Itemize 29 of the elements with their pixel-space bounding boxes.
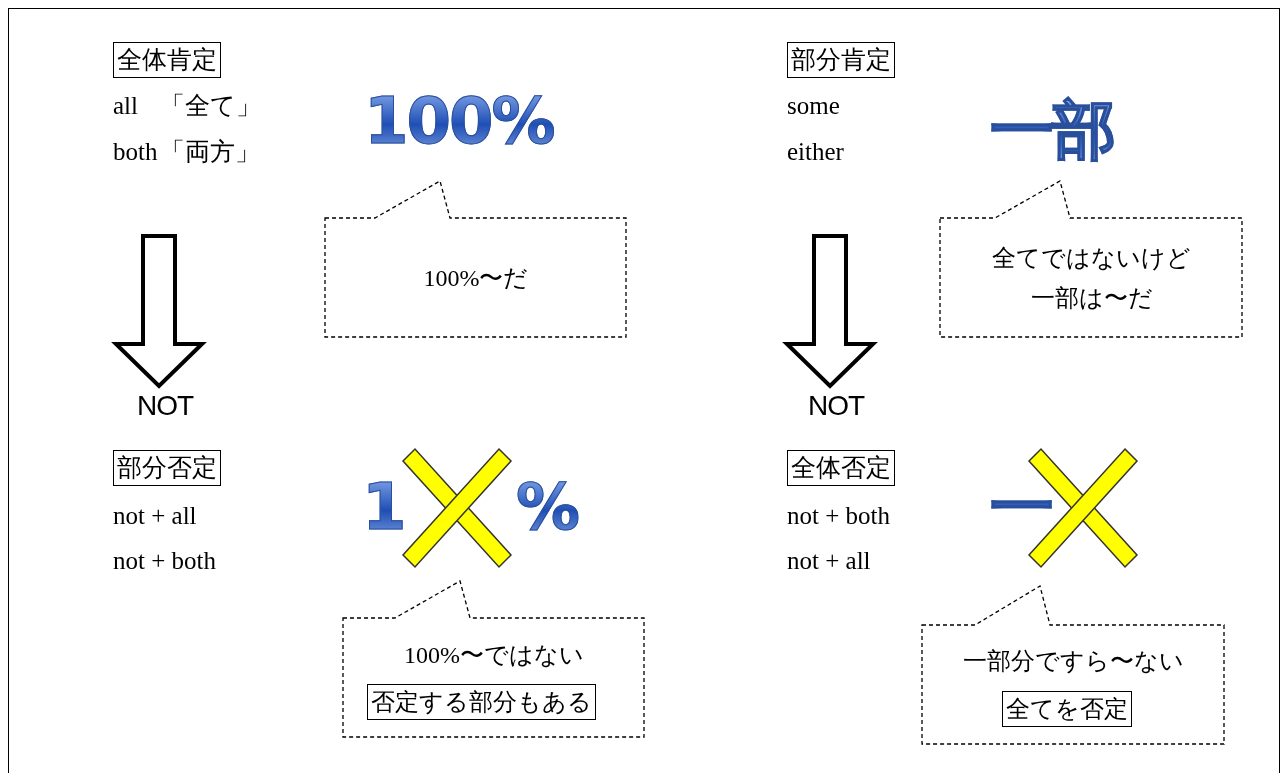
- boxed-note: 全てを否定: [1002, 691, 1132, 727]
- bubble-text: 100%〜だ: [422, 264, 530, 293]
- text-label: not + all: [113, 501, 197, 531]
- text-label: 「全て」: [160, 91, 261, 121]
- hollow-down-arrow: [782, 234, 878, 389]
- boxed-heading: 部分肯定: [787, 42, 895, 78]
- text-label: not + both: [787, 501, 890, 531]
- boxed-heading: 全体否定: [787, 450, 895, 486]
- text-label: not + both: [113, 546, 216, 576]
- boxed-heading: 全体肯定: [113, 42, 221, 78]
- not-label: NOT: [808, 390, 865, 422]
- bubble-text: 一部分ですら〜ない: [962, 647, 1185, 676]
- text-label: either: [787, 137, 844, 167]
- bubble-text: 全てではないけど一部は〜だ: [991, 244, 1192, 313]
- boxed-heading: 部分否定: [113, 450, 221, 486]
- text-label: not + all: [787, 546, 871, 576]
- text-label: all: [113, 91, 138, 121]
- text-label: some: [787, 91, 840, 121]
- bubble-text: 100%〜ではない: [403, 641, 585, 670]
- speech-bubble: [343, 580, 645, 738]
- wordart-text: 一部: [990, 95, 1114, 165]
- not-label: NOT: [137, 390, 194, 422]
- boxed-note: 否定する部分もある: [367, 684, 596, 720]
- speech-bubble: [922, 585, 1225, 745]
- hollow-down-arrow: [111, 234, 207, 389]
- speech-bubble: [325, 180, 627, 338]
- text-label: both: [113, 137, 158, 167]
- speech-bubble: [940, 180, 1243, 338]
- text-label: 「両方」: [160, 137, 260, 167]
